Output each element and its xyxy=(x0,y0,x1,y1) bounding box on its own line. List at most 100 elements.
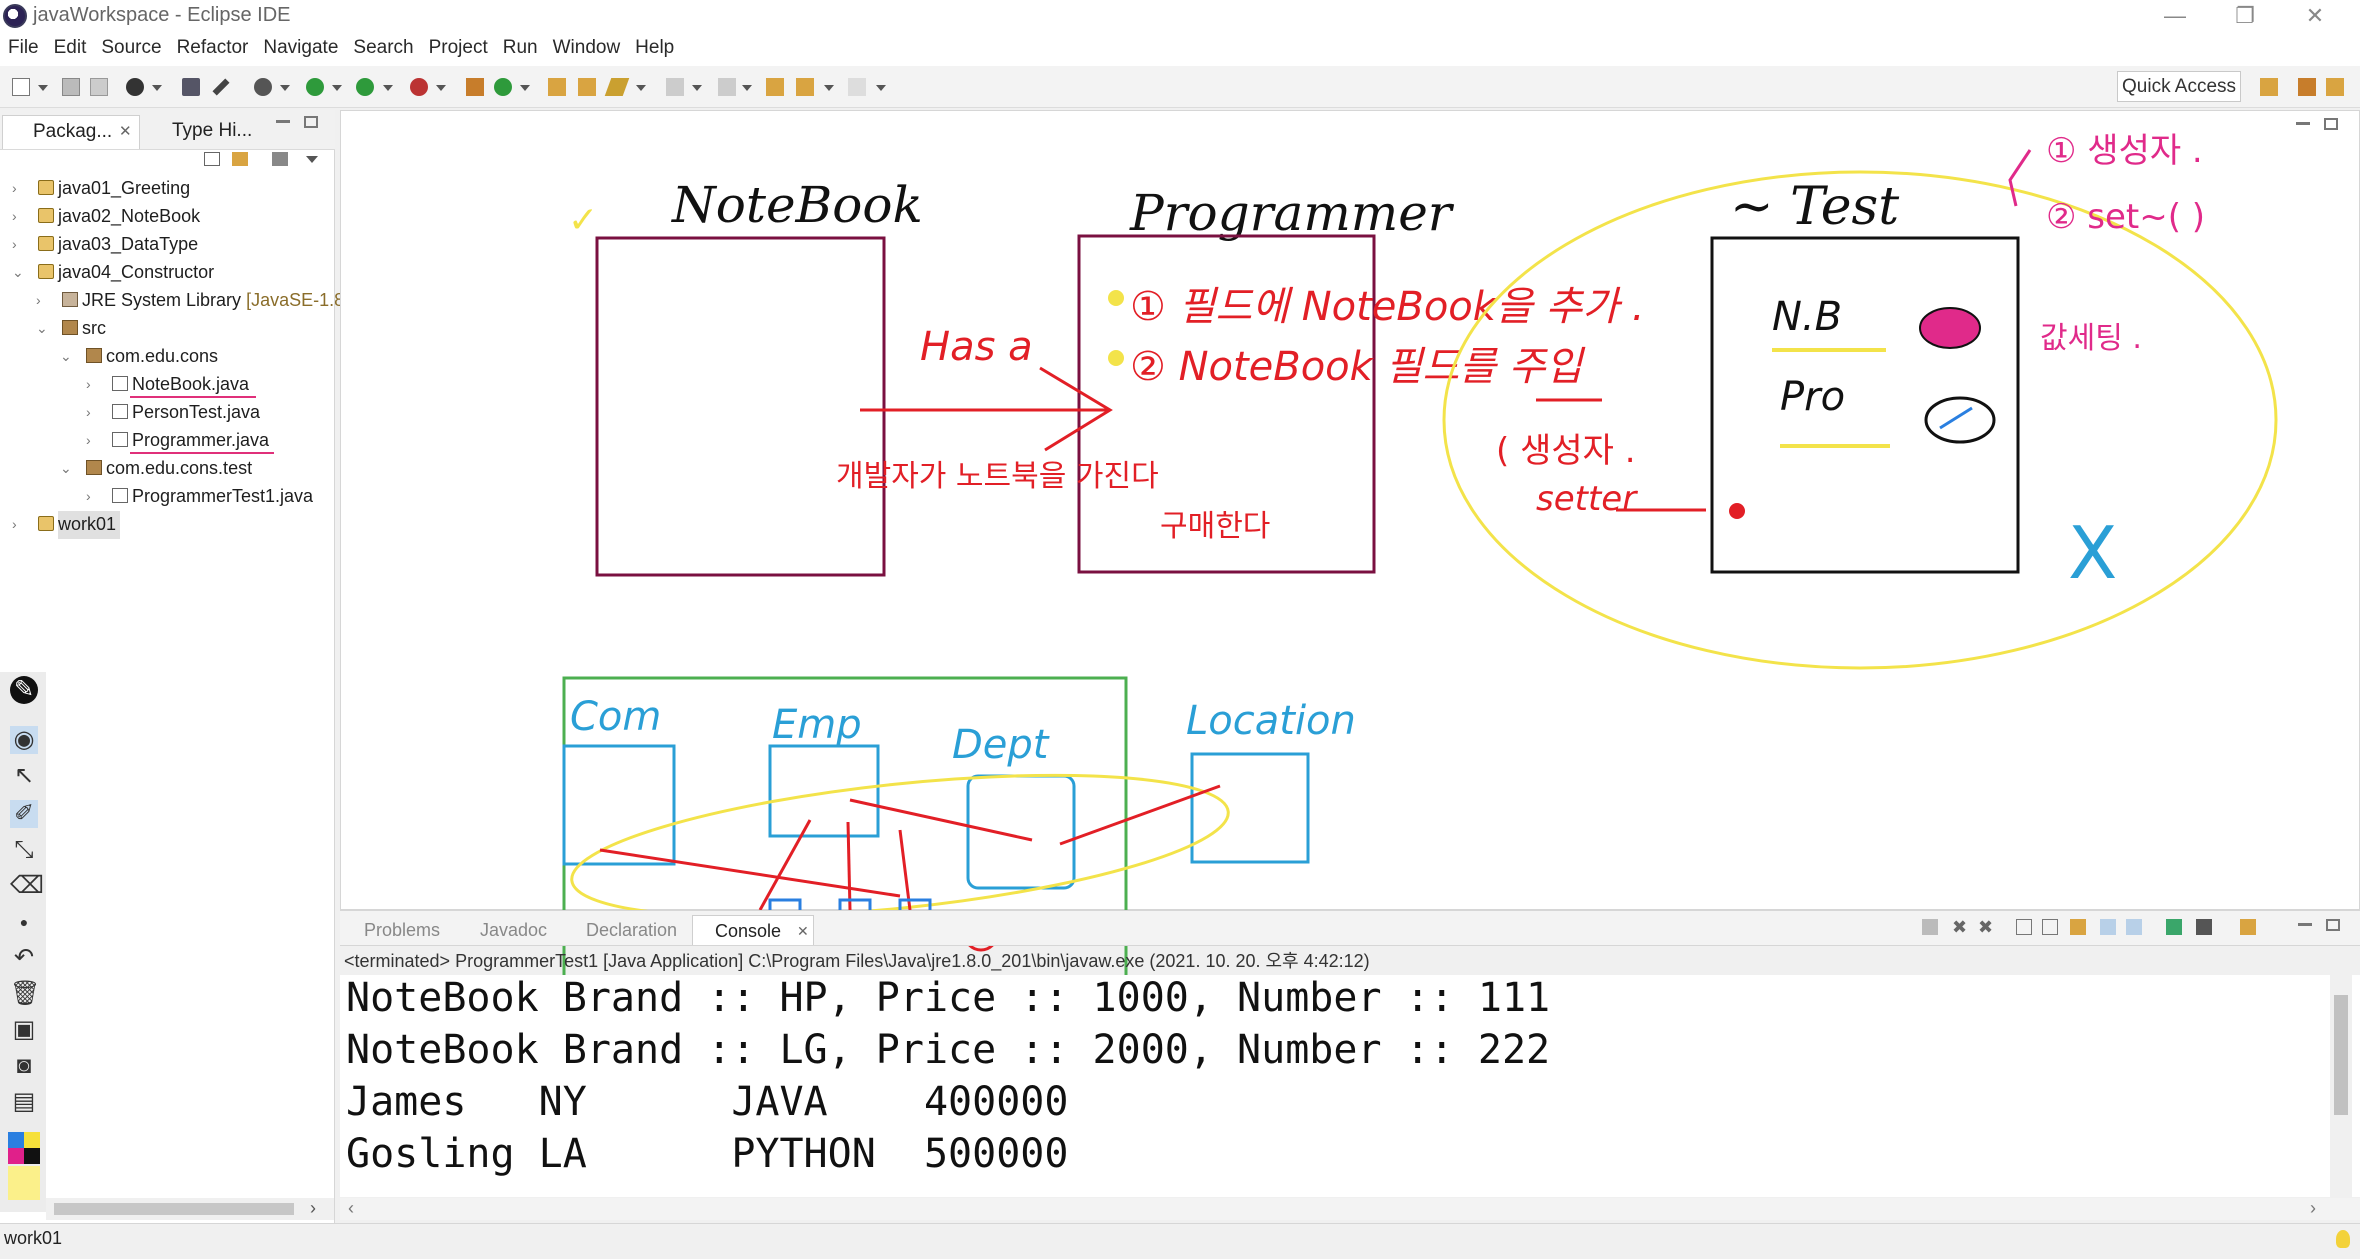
coverage-icon[interactable] xyxy=(356,78,374,96)
collapse-icon[interactable]: ⌄ xyxy=(36,320,48,336)
open-console-icon[interactable] xyxy=(2166,919,2182,935)
java-perspective-icon[interactable] xyxy=(2326,78,2344,96)
search-pen-icon[interactable] xyxy=(604,78,630,96)
expand-icon[interactable]: › xyxy=(12,236,17,252)
line-tool-icon[interactable]: ⤡ xyxy=(14,836,34,863)
tab-package-explorer[interactable]: Packag... ✕ xyxy=(2,115,140,149)
show-console-stdout-icon[interactable] xyxy=(2070,919,2086,935)
run-icon[interactable] xyxy=(306,78,324,96)
collapse-all-icon[interactable] xyxy=(204,152,220,166)
tree-item-work01[interactable]: ›work01 xyxy=(12,511,121,539)
pin-console-icon[interactable] xyxy=(2100,919,2116,935)
hscroll-thumb[interactable] xyxy=(54,1203,294,1215)
word-wrap-icon[interactable] xyxy=(2042,919,2058,935)
new-class-dropdown-icon[interactable] xyxy=(520,85,530,91)
tip-bulb-icon[interactable] xyxy=(2336,1230,2350,1248)
menu-help[interactable]: Help xyxy=(635,37,675,58)
coverage-dropdown-icon[interactable] xyxy=(383,85,393,91)
focus-icon[interactable] xyxy=(272,152,288,166)
tree-item-persontest-java[interactable]: ›PersonTest.java xyxy=(86,399,260,427)
scroll-lock-icon[interactable] xyxy=(2016,919,2032,935)
expand-icon[interactable]: › xyxy=(86,432,91,448)
dot-size-icon[interactable]: ● xyxy=(19,914,29,930)
tab-javadoc[interactable]: Javadoc xyxy=(458,915,547,945)
back-icon[interactable] xyxy=(796,78,814,96)
tree-item-package-cons-test[interactable]: ⌄com.edu.cons.test xyxy=(60,455,252,483)
tab-console[interactable]: Console✕ xyxy=(692,915,814,945)
remove-all-terminated-icon[interactable]: ✖ xyxy=(1978,917,1994,937)
pointer-icon[interactable]: ↖ xyxy=(13,762,35,789)
whiteboard-icon[interactable]: ▣ xyxy=(12,1016,36,1043)
color-yellow-swatch[interactable] xyxy=(24,1132,40,1148)
open-type-icon[interactable] xyxy=(548,78,566,96)
expand-icon[interactable]: › xyxy=(86,488,91,504)
color-blue-swatch[interactable] xyxy=(8,1132,24,1148)
back-dropdown-icon[interactable] xyxy=(824,85,834,91)
forward-dropdown-icon[interactable] xyxy=(876,85,886,91)
open-task-icon[interactable] xyxy=(578,78,596,96)
java-ee-perspective-icon[interactable] xyxy=(2298,78,2316,96)
camera-icon[interactable]: ◙ xyxy=(16,1052,32,1079)
expand-icon[interactable]: › xyxy=(86,404,91,420)
clear-console-icon[interactable] xyxy=(1922,919,1938,935)
maximize-view-icon[interactable] xyxy=(304,116,318,128)
expand-icon[interactable]: › xyxy=(12,516,17,532)
restore-button[interactable]: ❐ xyxy=(2235,3,2255,28)
expand-icon[interactable]: › xyxy=(36,292,41,308)
skip-breakpoints-icon[interactable] xyxy=(212,78,230,96)
forward-icon[interactable] xyxy=(848,78,866,96)
scroll-right-icon[interactable]: › xyxy=(2310,1198,2316,1218)
editor-maximize-icon[interactable] xyxy=(2324,118,2338,130)
menu-source[interactable]: Source xyxy=(101,37,162,58)
search-dropdown-icon[interactable] xyxy=(636,85,646,91)
collapse-icon[interactable]: ⌄ xyxy=(12,264,24,280)
close-console-icon[interactable]: ✕ xyxy=(797,923,809,939)
annotation-dropdown-icon[interactable] xyxy=(692,85,702,91)
console-maximize-icon[interactable] xyxy=(2326,919,2340,931)
scroll-right-icon[interactable]: › xyxy=(310,1198,316,1218)
menu-run[interactable]: Run xyxy=(502,37,538,58)
menu-window[interactable]: Window xyxy=(552,37,621,58)
undo-icon[interactable]: ↶ xyxy=(13,944,35,971)
debug-dropdown-icon[interactable] xyxy=(280,85,290,91)
external-tools-dropdown-icon[interactable] xyxy=(436,85,446,91)
current-color-swatch[interactable] xyxy=(8,1166,40,1200)
next-annotation-dropdown-icon[interactable] xyxy=(742,85,752,91)
display-console-icon[interactable] xyxy=(2126,919,2142,935)
menu-file[interactable]: File xyxy=(8,37,39,58)
tree-item-package-cons[interactable]: ⌄com.edu.cons xyxy=(60,343,218,371)
minimize-view-icon[interactable] xyxy=(276,120,290,123)
menu-edit[interactable]: Edit xyxy=(53,37,87,58)
console-vscroll-thumb[interactable] xyxy=(2334,995,2348,1115)
tree-item-java01[interactable]: ›java01_Greeting xyxy=(12,175,190,203)
toggle-annotation-icon[interactable] xyxy=(666,78,684,96)
pen-tool-icon[interactable]: ✎ xyxy=(10,676,38,704)
scroll-left-icon[interactable]: ‹ xyxy=(348,1198,354,1218)
next-annotation-icon[interactable] xyxy=(718,78,736,96)
close-button[interactable]: ✕ xyxy=(2305,3,2325,28)
save-all-icon[interactable] xyxy=(90,78,108,96)
quick-access-input[interactable]: Quick Access xyxy=(2117,71,2241,102)
tree-item-src[interactable]: ⌄src xyxy=(36,315,106,343)
close-tab-icon[interactable]: ✕ xyxy=(119,123,132,140)
collapse-icon[interactable]: ⌄ xyxy=(60,348,72,364)
tab-type-hierarchy[interactable]: Type Hi... xyxy=(142,115,262,149)
tree-item-programmer-java[interactable]: ›Programmer.java xyxy=(86,427,269,455)
new-class-icon[interactable] xyxy=(494,78,512,96)
expand-icon[interactable]: › xyxy=(12,208,17,224)
menu-search[interactable]: Search xyxy=(353,37,414,58)
clipboard-icon[interactable]: ▤ xyxy=(12,1088,36,1115)
tree-item-programmertest1-java[interactable]: ›ProgrammerTest1.java xyxy=(86,483,313,511)
new-dropdown-icon[interactable] xyxy=(38,85,48,91)
tree-item-java02[interactable]: ›java02_NoteBook xyxy=(12,203,200,231)
tree-item-jre-library[interactable]: ›JRE System Library [JavaSE-1.8 xyxy=(36,287,344,315)
eraser-icon[interactable]: ⌫ xyxy=(10,872,44,899)
console-hscrollbar[interactable]: ‹ › xyxy=(340,1198,2360,1220)
tab-declaration[interactable]: Declaration xyxy=(564,915,677,945)
new-file-icon[interactable] xyxy=(12,78,30,96)
console-view-menu-icon[interactable] xyxy=(2240,919,2256,935)
new-console-icon[interactable] xyxy=(2196,919,2212,935)
profile-dropdown-icon[interactable] xyxy=(152,85,162,91)
external-tools-icon[interactable] xyxy=(410,78,428,96)
tree-item-notebook-java[interactable]: ›NoteBook.java xyxy=(86,371,249,399)
